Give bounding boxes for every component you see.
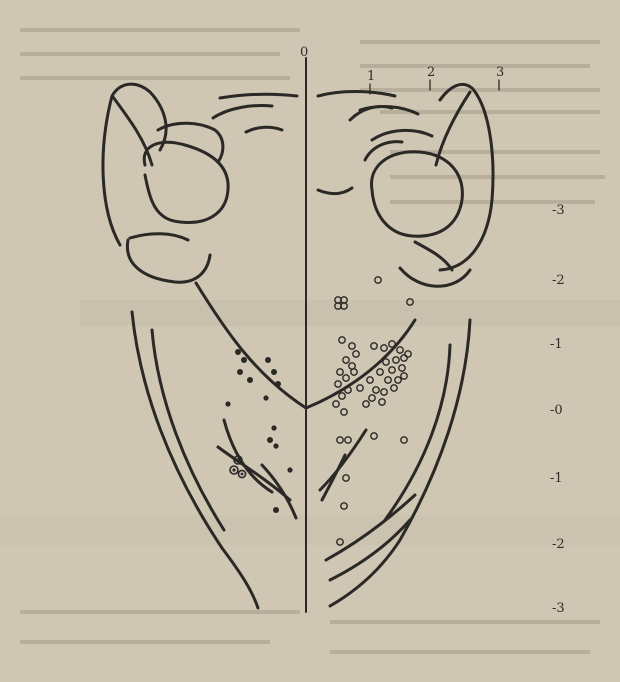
open-circle-marker [339, 393, 345, 399]
open-circle-marker [401, 355, 407, 361]
open-circle-marker [373, 387, 379, 393]
open-circle-marker [371, 433, 377, 439]
open-circle-marker [357, 385, 363, 391]
open-circle-marker [389, 341, 395, 347]
open-circle-marker [397, 347, 403, 353]
open-circle-marker [343, 475, 349, 481]
open-circle-marker [343, 375, 349, 381]
open-circle-marker [349, 363, 355, 369]
open-circle-marker [375, 277, 381, 283]
open-circle-marker [381, 345, 387, 351]
open-circle-marker [337, 437, 343, 443]
open-circle-marker [379, 399, 385, 405]
open-circle-marker [341, 503, 347, 509]
label-row-4: -0 [550, 403, 563, 418]
open-circle-marker [335, 381, 341, 387]
label-row-6: -2 [552, 537, 565, 552]
label-col-2: 2 [427, 65, 435, 80]
open-circle-marker [377, 369, 383, 375]
open-circle-marker [405, 351, 411, 357]
open-circle-marker [385, 377, 391, 383]
open-circle-marker [395, 377, 401, 383]
open-circle-marker [381, 389, 387, 395]
label-row-7: -3 [552, 601, 565, 616]
circled-dots-left [230, 456, 246, 478]
label-row-1: -3 [552, 203, 565, 218]
label-row-3: -1 [550, 337, 563, 352]
label-row-2: -2 [552, 273, 565, 288]
open-circle-marker [353, 351, 359, 357]
bleed-through-texture [0, 28, 620, 654]
open-circle-marker [369, 395, 375, 401]
label-col-3: 3 [496, 65, 504, 80]
open-circle-marker [367, 377, 373, 383]
open-circle-marker [349, 343, 355, 349]
open-circle-marker [345, 437, 351, 443]
open-circle-marker [401, 437, 407, 443]
open-circle-marker [393, 357, 399, 363]
open-circle-marker [341, 409, 347, 415]
label-row-5: -1 [550, 471, 563, 486]
dots-left [225, 349, 292, 513]
open-circle-marker [371, 343, 377, 349]
open-circle-marker [343, 357, 349, 363]
label-col-1: 1 [367, 69, 375, 84]
open-circle-marker [333, 401, 339, 407]
label-top-zero: 0 [300, 45, 308, 60]
open-circle-marker [383, 359, 389, 365]
open-circle-marker [389, 367, 395, 373]
open-circle-marker [391, 385, 397, 391]
open-circle-marker [363, 401, 369, 407]
open-circle-marker [339, 337, 345, 343]
open-circle-marker [337, 369, 343, 375]
open-circle-marker [399, 365, 405, 371]
open-circle-marker [401, 373, 407, 379]
